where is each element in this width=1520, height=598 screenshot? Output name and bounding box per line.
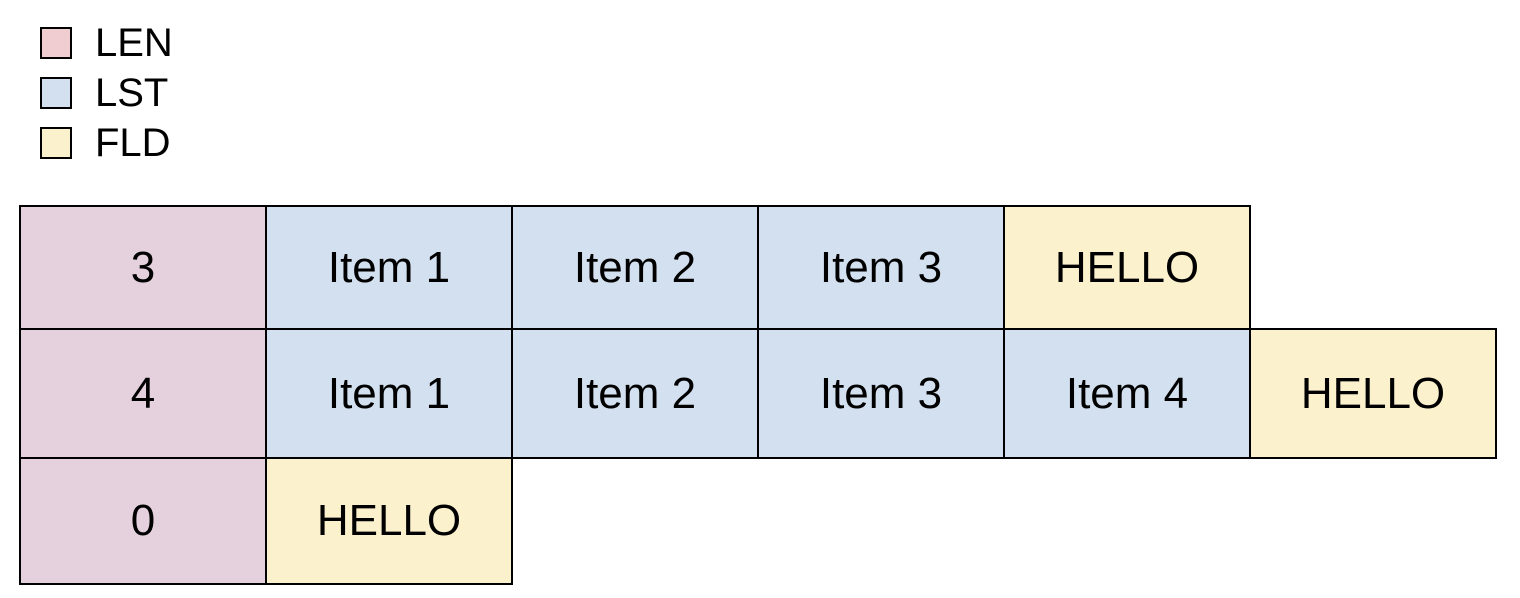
- legend: LEN LST FLD: [40, 21, 173, 177]
- legend-item-fld: FLD: [40, 121, 173, 165]
- legend-swatch-fld: [40, 127, 72, 159]
- field-cell: HELLO: [1249, 328, 1497, 459]
- legend-label-len: LEN: [95, 21, 173, 65]
- legend-swatch-lst: [40, 77, 72, 109]
- legend-item-lst: LST: [40, 71, 173, 115]
- record-grid: 3 Item 1 Item 2 Item 3 HELLO 4 Item 1 It…: [19, 205, 1497, 585]
- legend-label-fld: FLD: [95, 121, 171, 165]
- list-item-cell: Item 1: [265, 328, 513, 459]
- legend-swatch-len: [40, 27, 72, 59]
- list-item-cell: Item 2: [511, 328, 759, 459]
- list-item-cell: Item 1: [265, 205, 513, 330]
- len-cell: 4: [19, 328, 267, 459]
- list-item-cell: Item 4: [1003, 328, 1251, 459]
- list-item-cell: Item 2: [511, 205, 759, 330]
- legend-label-lst: LST: [95, 71, 169, 115]
- len-cell: 3: [19, 205, 267, 330]
- len-cell: 0: [19, 457, 267, 585]
- field-cell: HELLO: [1003, 205, 1251, 330]
- field-cell: HELLO: [265, 457, 513, 585]
- record-row-2: 4 Item 1 Item 2 Item 3 Item 4 HELLO: [19, 328, 1497, 459]
- list-item-cell: Item 3: [757, 328, 1005, 459]
- record-row-1: 3 Item 1 Item 2 Item 3 HELLO: [19, 205, 1497, 330]
- list-item-cell: Item 3: [757, 205, 1005, 330]
- record-row-3: 0 HELLO: [19, 457, 1497, 585]
- legend-item-len: LEN: [40, 21, 173, 65]
